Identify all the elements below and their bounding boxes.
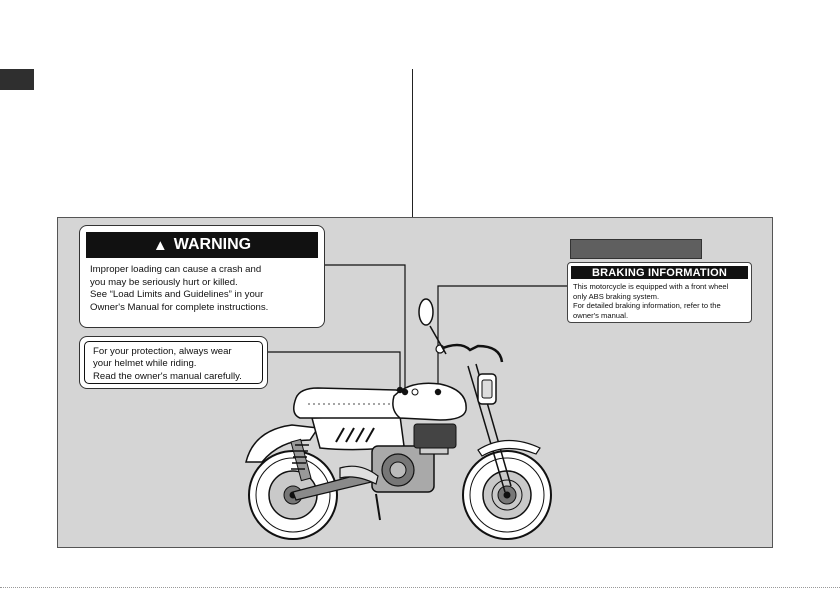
column-divider <box>412 69 413 217</box>
leader-lines <box>268 264 567 392</box>
braking-leader-line <box>437 285 567 392</box>
seat <box>293 387 406 419</box>
warning-line: See “Load Limits and Guidelines” in your <box>90 289 264 301</box>
warning-line: Owner's Manual for complete instructions… <box>90 301 269 313</box>
warning-label: ▲ WARNING Improper loading can cause a c… <box>79 225 325 328</box>
braking-text: This motorcycle is equipped with a front… <box>573 282 728 320</box>
tank-side-panel <box>413 423 457 449</box>
warning-leader-line <box>325 264 406 392</box>
handlebar <box>437 343 504 363</box>
braking-line: This motorcycle is equipped with a front… <box>573 282 729 291</box>
warning-triangle-icon: ▲ <box>152 236 168 254</box>
braking-info-label: BRAKING INFORMATION This motorcycle is e… <box>567 262 752 323</box>
section-edge-tab <box>0 69 34 90</box>
helmet-leader-dot <box>396 386 404 394</box>
helmet-label-frame: For your protection, always wear your he… <box>84 341 263 384</box>
warning-title: WARNING <box>173 236 252 253</box>
braking-line: For detailed braking information, refer … <box>573 301 721 311</box>
side-cover <box>311 415 405 451</box>
warning-leader-dot <box>401 388 409 396</box>
braking-header: BRAKING INFORMATION <box>571 266 748 279</box>
side-cover-vents <box>335 427 375 443</box>
helmet-line: your helmet while riding. <box>93 358 197 370</box>
helmet-line: For your protection, always wear <box>93 346 232 357</box>
warning-line: Improper loading can cause a crash and <box>90 264 262 275</box>
leader-dots <box>396 386 442 396</box>
helmet-line: Read the owner's manual carefully. <box>93 370 242 382</box>
front-fender <box>477 439 541 457</box>
warning-line: you may be seriously hurt or killed. <box>90 276 238 288</box>
rear-wheel <box>248 450 338 540</box>
warning-text: Improper loading can cause a crash and y… <box>90 264 316 314</box>
kickstand <box>375 493 381 521</box>
braking-line: only ABS braking system. <box>573 291 660 301</box>
braking-leader-dot <box>434 388 442 396</box>
helmet-leader-line <box>268 351 401 390</box>
fuel-tank <box>392 382 467 421</box>
mirror <box>418 298 447 355</box>
page-bottom-rule <box>0 587 840 588</box>
helmet-text: For your protection, always wear your he… <box>93 346 242 383</box>
headlight <box>477 373 497 405</box>
exhaust-pipe <box>339 465 379 485</box>
braking-line: owner's manual. <box>573 310 629 320</box>
rear-shock <box>290 438 312 482</box>
region-marker-bar <box>570 239 702 259</box>
front-wheel <box>462 450 552 540</box>
helmet-label: For your protection, always wear your he… <box>79 336 268 389</box>
warning-header: ▲ WARNING <box>86 232 318 258</box>
